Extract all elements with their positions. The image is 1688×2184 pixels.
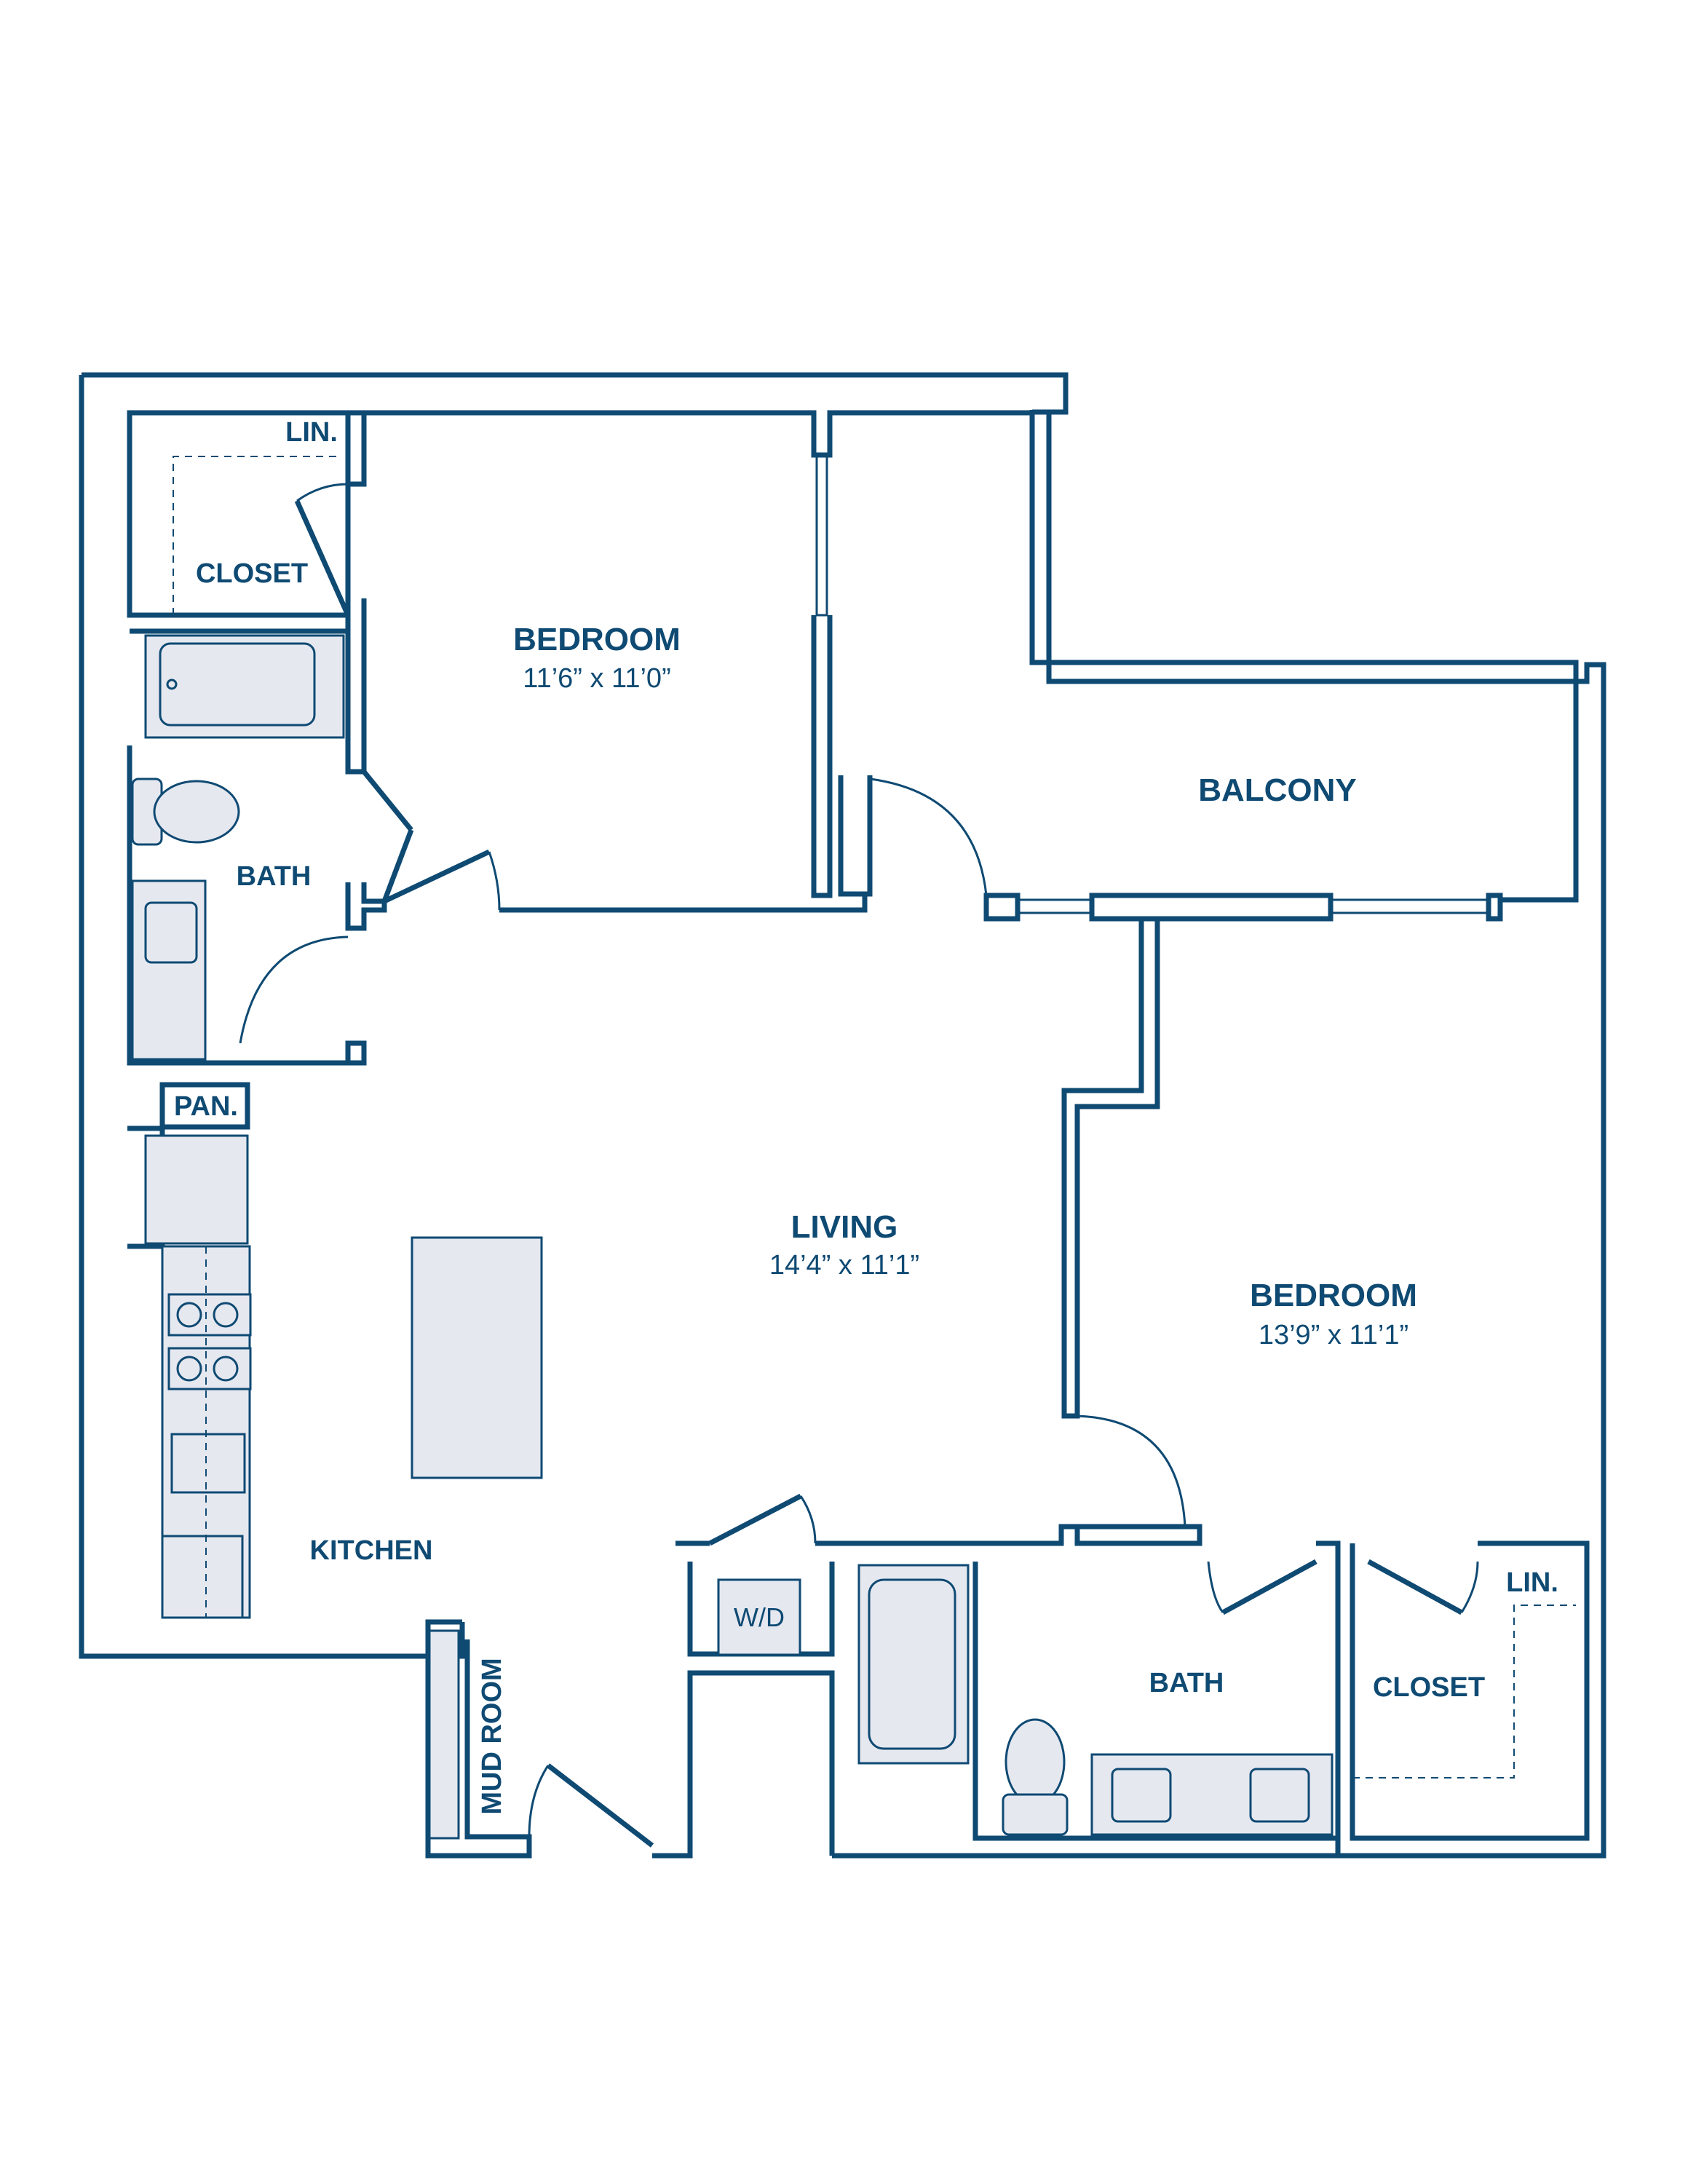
kitchen-island [411, 1236, 543, 1479]
closet-2-label: CLOSET [1373, 1672, 1485, 1703]
interior-walls [127, 410, 1590, 1856]
bath-2-top-right [1316, 1540, 1341, 1856]
balcony-slider-1 [1016, 898, 1093, 914]
outer-wall-bottom-left [425, 1619, 532, 1859]
closet-2-door-leaf [1367, 1559, 1463, 1615]
mud-room-door-swing [528, 1765, 550, 1837]
closet-1-door-swing [296, 483, 349, 502]
balcony-divider-wall [983, 893, 1021, 922]
wd-door-leaf [708, 1493, 802, 1546]
outer-wall-bottom-mid [652, 1670, 835, 1859]
closet-shelves [173, 456, 1576, 1779]
labels: LIN. CLOSET BEDROOM 11’6” x 11’0” BALCON… [174, 417, 1558, 1815]
bedroom-1-door-leaf [383, 849, 491, 904]
exterior-walls [79, 372, 1606, 1859]
outer-wall-left [79, 375, 465, 1659]
bedroom-1-bottom-wall [499, 895, 868, 913]
bedroom-2-bottom-wall [1074, 1524, 1202, 1546]
bath-2-sink-2 [1249, 1768, 1310, 1823]
bath-2-sink-1 [1111, 1768, 1172, 1823]
washer-dryer [717, 1578, 801, 1656]
bedroom-2-left-wall [1061, 919, 1160, 1419]
balcony-divider-wall-2 [1089, 893, 1334, 922]
bath-1-label: BATH [237, 861, 312, 892]
windows [815, 454, 1490, 914]
closet-1-walls [127, 410, 351, 618]
bedroom-1-dims: 11’6” x 11’0” [523, 663, 670, 694]
dishwasher [161, 1535, 244, 1619]
fixtures [131, 634, 1334, 1840]
outer-wall-top [82, 372, 1069, 415]
closet-2-door-swing [1460, 1561, 1479, 1613]
burner-4 [213, 1356, 239, 1382]
living-label: LIVING [791, 1209, 898, 1245]
bath-2-door-leaf [1221, 1559, 1317, 1615]
burner-2 [213, 1302, 239, 1328]
bath-1-sink [144, 901, 198, 964]
inner-wall-left [130, 410, 1579, 900]
bedroom-1-right-wall [811, 615, 833, 898]
pantry-label: PAN. [174, 1091, 238, 1122]
outer-wall-right [832, 412, 1606, 1859]
bath-1-entry [345, 882, 387, 931]
bath-2-toilet-tank [1002, 1793, 1069, 1836]
bedroom-2-label: BEDROOM [1250, 1278, 1417, 1313]
wd-door-swing [799, 1495, 817, 1544]
bath-1-door-swing [239, 935, 349, 1044]
bath-2-tub-inner [868, 1578, 956, 1750]
balcony-right-wall [1497, 662, 1579, 919]
closet-1-door-leaf [294, 499, 351, 617]
living-dims: 14’4” x 11’1” [769, 1250, 919, 1281]
bath-2-toilet-bowl [1005, 1718, 1066, 1805]
balcony-divider-wall-3 [1486, 893, 1503, 922]
closet-2-wall [1350, 1540, 1590, 1841]
balcony-slider-2 [1329, 898, 1490, 914]
door-swings [239, 483, 1479, 1848]
bath-2-inner [972, 1562, 1338, 1841]
burner-3 [176, 1356, 202, 1382]
mud-room-bench [428, 1629, 460, 1840]
bath-1-tub-inner [159, 642, 316, 727]
kitchen-sink [170, 1433, 246, 1494]
mud-room-door-leaf [546, 1763, 654, 1848]
linen-1-label: LIN. [285, 417, 338, 448]
bedroom-1-left-wall [345, 413, 367, 487]
bath-2-door-swing [1207, 1561, 1224, 1613]
kitchen-label: KITCHEN [310, 1535, 433, 1566]
bath-1-left [127, 745, 367, 1066]
bath-2-label: BATH [1149, 1668, 1224, 1698]
bath-2-top-wall [815, 1524, 1077, 1546]
bedroom-2-door-swing [1077, 1415, 1186, 1527]
wd-label: W/D [734, 1602, 785, 1632]
living-door-swing [870, 778, 988, 896]
bedroom-1-door-swing [488, 851, 501, 911]
pantry-walls [159, 1082, 250, 1130]
bedroom-2-dims: 13’9” x 11’1” [1259, 1320, 1408, 1350]
bedroom-1-window [815, 454, 828, 617]
burner-1 [176, 1302, 202, 1328]
bath-1-tub-drain [166, 678, 178, 690]
bath-1-toilet-bowl [153, 780, 240, 844]
closet-1-shelf [173, 456, 341, 615]
balcony-label: BALCONY [1198, 772, 1357, 808]
linen-2-label: LIN. [1506, 1567, 1558, 1598]
bath-1-door-leaf-2 [381, 828, 414, 903]
bedroom-1-label: BEDROOM [513, 622, 681, 657]
pantry-cabinet [144, 1134, 249, 1245]
closet-1-label: CLOSET [196, 558, 308, 589]
closet-2-shelf [1352, 1605, 1576, 1779]
bedroom-1-right-wall-2 [838, 775, 873, 897]
bath-1-door-leaf [362, 769, 413, 832]
mud-room-label: MUD ROOM [477, 1658, 507, 1814]
bath-1-walls [130, 628, 351, 741]
